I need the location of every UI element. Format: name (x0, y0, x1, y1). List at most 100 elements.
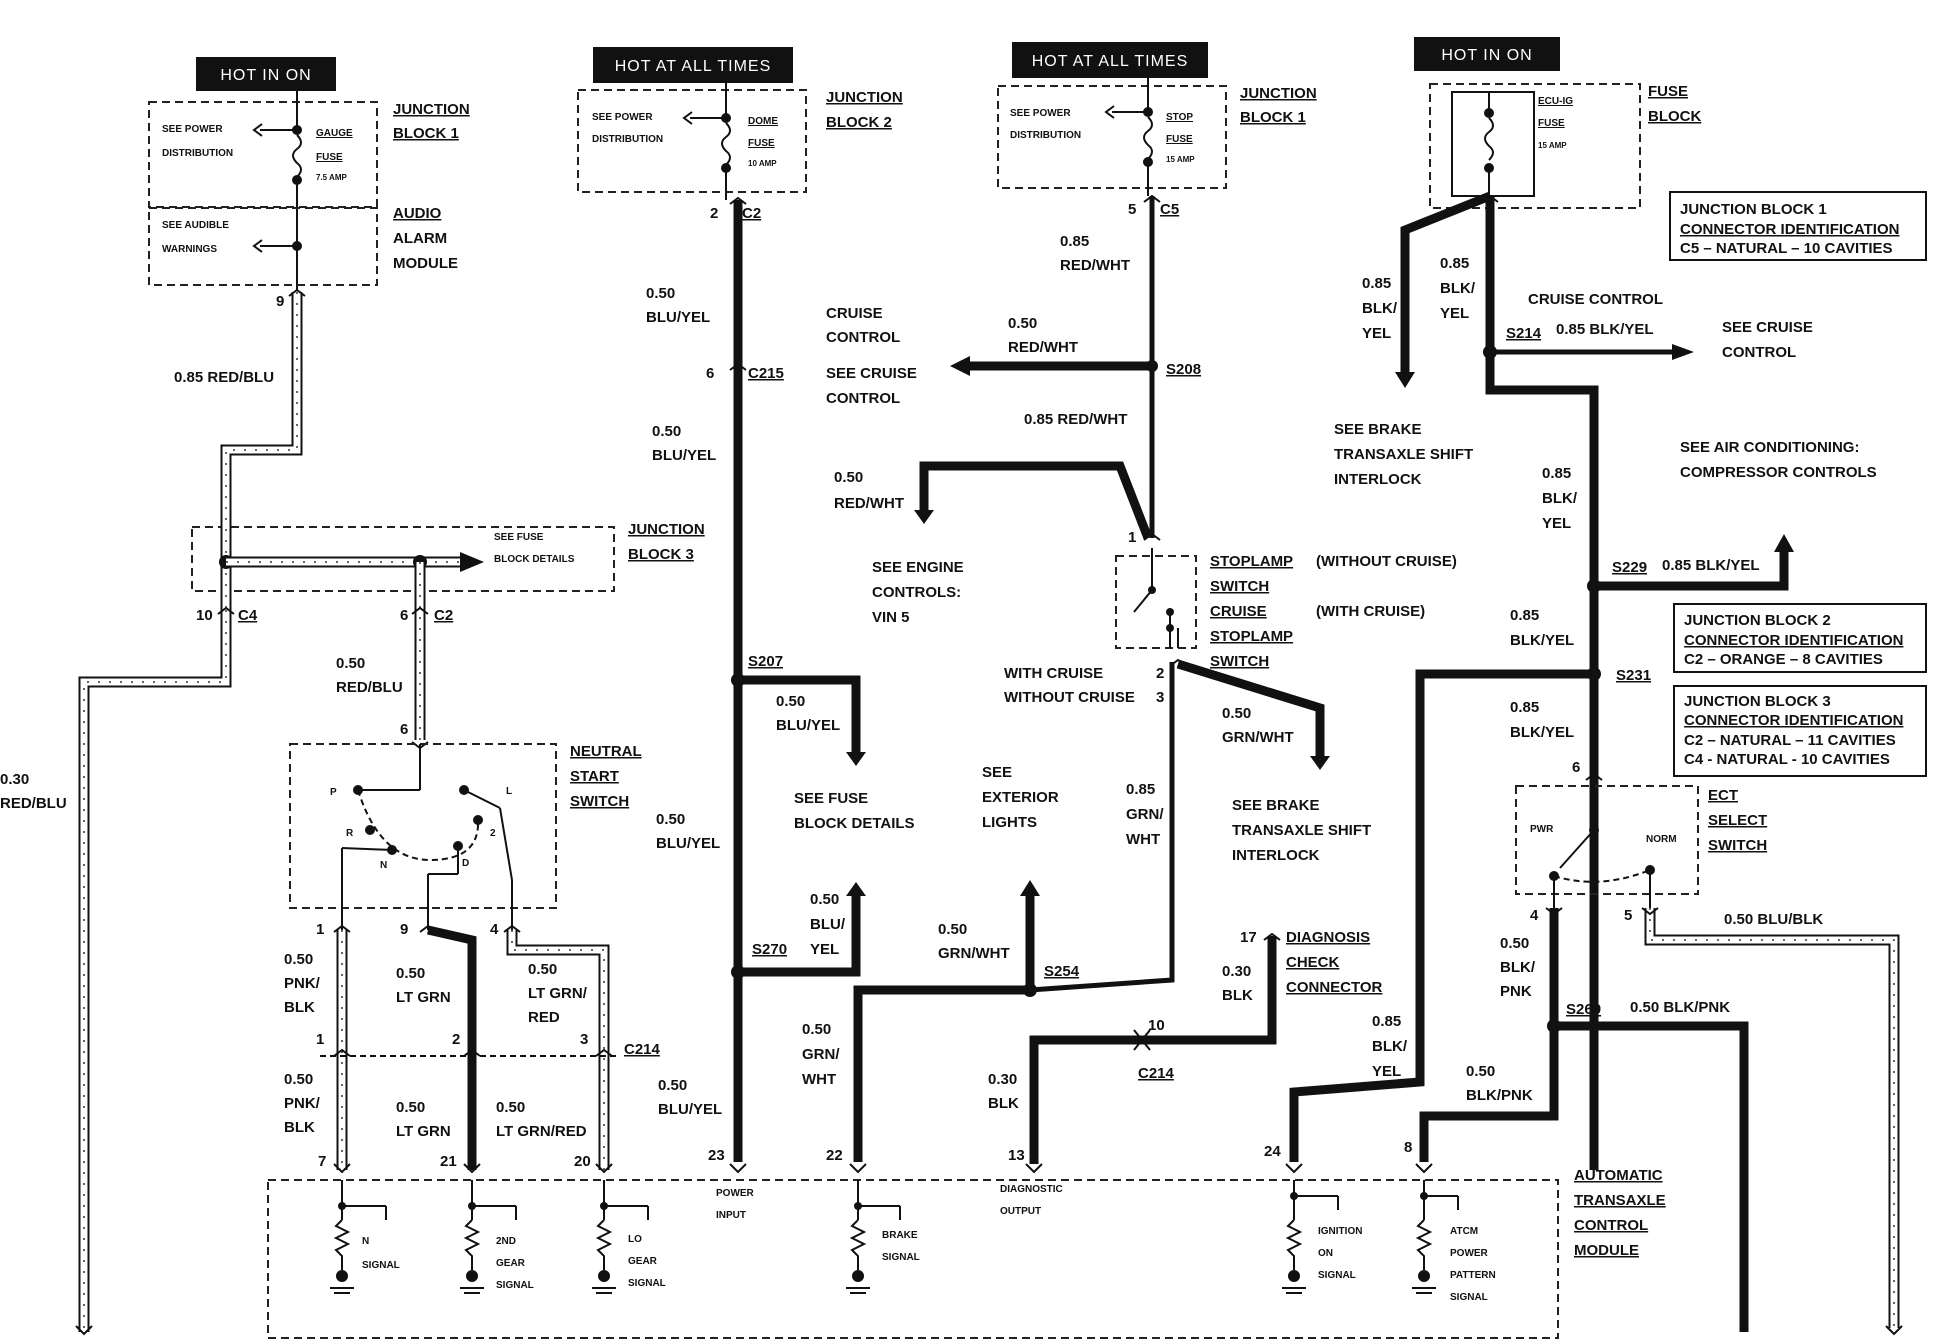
label-fuse-block: FUSE BLOCK (1648, 83, 1701, 125)
module-signal-labels: N SIGNAL 2ND GEAR SIGNAL LO GEAR SIGNAL … (362, 1184, 1496, 1303)
svg-text:0.85 RED/BLU: 0.85 RED/BLU (174, 369, 274, 386)
svg-text:BLK: BLK (284, 1119, 315, 1136)
svg-text:JUNCTION: JUNCTION (393, 101, 470, 118)
svg-text:C5: C5 (1160, 201, 1179, 218)
svg-text:6: 6 (706, 365, 714, 382)
svg-text:FUSE: FUSE (1648, 83, 1688, 100)
svg-text:0.85 BLK/YEL: 0.85 BLK/YEL (1662, 557, 1760, 574)
label-diagnosis-check-connector: DIAGNOSIS CHECK CONNECTOR (1286, 929, 1383, 996)
svg-text:PNK/: PNK/ (284, 1095, 321, 1112)
svg-text:SIGNAL: SIGNAL (362, 1260, 400, 1271)
svg-text:0.50: 0.50 (284, 1071, 313, 1088)
svg-text:BLOCK DETAILS: BLOCK DETAILS (494, 554, 575, 565)
svg-text:SWITCH: SWITCH (570, 793, 629, 810)
svg-text:0.50: 0.50 (396, 965, 425, 982)
svg-text:BLK/: BLK/ (1440, 280, 1476, 297)
audible-warnings-box: SEE AUDIBLE WARNINGS (148, 207, 378, 286)
svg-text:CONNECTOR IDENTIFICATION: CONNECTOR IDENTIFICATION (1684, 712, 1903, 729)
svg-text:IGNITION: IGNITION (1318, 1226, 1362, 1237)
svg-text:0.50: 0.50 (656, 811, 685, 828)
svg-text:0.85: 0.85 (1362, 275, 1391, 292)
svg-text:STOPLAMP: STOPLAMP (1210, 628, 1293, 645)
svg-text:22: 22 (826, 1147, 843, 1164)
svg-text:SIGNAL: SIGNAL (496, 1280, 534, 1291)
svg-text:DOME: DOME (748, 116, 778, 127)
svg-text:RED: RED (528, 1009, 560, 1026)
svg-text:CONNECTOR: CONNECTOR (1286, 979, 1383, 996)
wires-stoplamp-output (853, 658, 1330, 1162)
svg-text:JUNCTION BLOCK 2: JUNCTION BLOCK 2 (1684, 612, 1831, 629)
label-ect-select-switch: ECT SELECT SWITCH (1708, 787, 1767, 854)
svg-text:3: 3 (1156, 689, 1164, 706)
svg-text:BLK: BLK (988, 1095, 1019, 1112)
svg-text:ECT: ECT (1708, 787, 1738, 804)
connector-id-junction-block-2: JUNCTION BLOCK 2 CONNECTOR IDENTIFICATIO… (1673, 603, 1927, 673)
svg-text:STOPLAMP: STOPLAMP (1210, 553, 1293, 570)
connector-id-junction-block-1: JUNCTION BLOCK 1 CONNECTOR IDENTIFICATIO… (1669, 191, 1927, 261)
fuse-box-gauge: SEE POWER DISTRIBUTION GAUGE FUSE 7.5 AM… (148, 91, 378, 290)
svg-text:0.50: 0.50 (336, 655, 365, 672)
svg-text:WHT: WHT (1126, 831, 1160, 848)
svg-text:PNK: PNK (1500, 983, 1532, 1000)
svg-text:2: 2 (452, 1031, 460, 1048)
svg-text:LIGHTS: LIGHTS (982, 814, 1037, 831)
svg-text:1: 1 (1128, 529, 1136, 546)
svg-text:YEL: YEL (1440, 305, 1469, 322)
svg-text:GRN/WHT: GRN/WHT (938, 945, 1010, 962)
svg-text:BLK/YEL: BLK/YEL (1510, 724, 1574, 741)
svg-text:GAUGE: GAUGE (316, 128, 353, 139)
svg-text:JUNCTION: JUNCTION (628, 521, 705, 538)
hot-label-4: HOT IN ON (1414, 37, 1560, 71)
svg-text:C5 – NATURAL – 10 CAVITIES: C5 – NATURAL – 10 CAVITIES (1680, 240, 1893, 257)
fuse-box-stop: SEE POWER DISTRIBUTION STOP FUSE 15 AMP (997, 78, 1227, 196)
svg-text:0.85: 0.85 (1126, 781, 1155, 798)
svg-text:JUNCTION BLOCK 1: JUNCTION BLOCK 1 (1680, 201, 1827, 218)
svg-text:N: N (380, 860, 387, 871)
svg-text:NEUTRAL: NEUTRAL (570, 743, 642, 760)
fuse-box-ecu-ig: ECU-IG FUSE 15 AMP (1429, 83, 1641, 209)
svg-text:BLK: BLK (1222, 987, 1253, 1004)
svg-text:PWR: PWR (1530, 824, 1554, 835)
svg-text:DISTRIBUTION: DISTRIBUTION (162, 148, 233, 159)
svg-text:0.50: 0.50 (834, 469, 863, 486)
svg-text:CONTROL: CONTROL (1722, 344, 1796, 361)
ect-select-switch: PWR NORM (1515, 772, 1699, 908)
svg-text:4: 4 (490, 921, 499, 938)
svg-text:HOT AT ALL TIMES: HOT AT ALL TIMES (615, 58, 772, 75)
svg-text:C2: C2 (434, 607, 453, 624)
svg-text:YEL: YEL (810, 941, 839, 958)
svg-text:RED/WHT: RED/WHT (1060, 257, 1130, 274)
svg-text:POWER: POWER (1450, 1248, 1489, 1259)
svg-text:SEE CRUISE: SEE CRUISE (1722, 319, 1813, 336)
svg-text:SELECT: SELECT (1708, 812, 1767, 829)
svg-text:SEE BRAKE: SEE BRAKE (1232, 797, 1320, 814)
svg-text:INPUT: INPUT (716, 1210, 746, 1221)
svg-text:HOT IN ON: HOT IN ON (220, 67, 311, 84)
svg-text:C4: C4 (238, 607, 258, 624)
svg-text:WHT: WHT (802, 1071, 836, 1088)
svg-text:BLOCK 2: BLOCK 2 (826, 114, 892, 131)
svg-text:SEE ENGINE: SEE ENGINE (872, 559, 964, 576)
wires-neutral-switch-output (320, 924, 616, 1170)
wire-red-wht-stop (914, 194, 1161, 541)
stoplamp-switch (1115, 548, 1197, 649)
svg-text:2: 2 (1156, 665, 1164, 682)
fuse-box-dome: SEE POWER DISTRIBUTION DOME FUSE 10 AMP (577, 83, 807, 200)
svg-text:S207: S207 (748, 653, 783, 670)
svg-text:POWER: POWER (716, 1188, 755, 1199)
svg-text:WARNINGS: WARNINGS (162, 244, 217, 255)
svg-text:BLOCK 1: BLOCK 1 (1240, 109, 1306, 126)
svg-text:24: 24 (1264, 1143, 1281, 1160)
svg-text:BLK/PNK: BLK/PNK (1466, 1087, 1533, 1104)
svg-text:15 AMP: 15 AMP (1166, 155, 1195, 164)
svg-text:0.50 BLU/BLK: 0.50 BLU/BLK (1724, 911, 1823, 928)
svg-text:1: 1 (316, 921, 324, 938)
svg-text:C214: C214 (624, 1041, 661, 1058)
svg-text:YEL: YEL (1542, 515, 1571, 532)
svg-text:SEE: SEE (982, 764, 1012, 781)
svg-text:SWITCH: SWITCH (1210, 653, 1269, 670)
svg-text:DISTRIBUTION: DISTRIBUTION (592, 134, 663, 145)
svg-text:GRN/: GRN/ (1126, 806, 1164, 823)
svg-text:BLOCK 3: BLOCK 3 (628, 546, 694, 563)
svg-text:0.85: 0.85 (1060, 233, 1089, 250)
